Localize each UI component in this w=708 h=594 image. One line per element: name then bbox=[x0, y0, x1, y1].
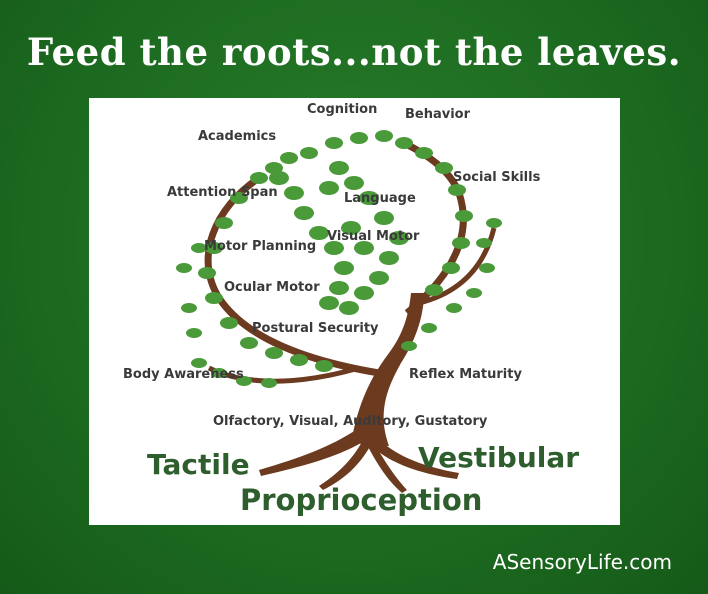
label-motor-planning: Motor Planning bbox=[204, 239, 317, 254]
label-social-skills: Social Skills bbox=[453, 170, 541, 185]
label-postural-security: Postural Security bbox=[252, 321, 379, 336]
root-tactile: Tactile bbox=[147, 448, 250, 481]
label-academics: Academics bbox=[198, 129, 277, 144]
tree-leaves bbox=[176, 130, 502, 388]
root-vestibular: Vestibular bbox=[418, 441, 580, 474]
label-body-awareness: Body Awareness bbox=[123, 367, 244, 382]
site-credit: ASensoryLife.com bbox=[492, 550, 672, 574]
label-behavior: Behavior bbox=[405, 107, 471, 122]
tree-illustration bbox=[176, 130, 502, 493]
label-language: Language bbox=[344, 191, 416, 206]
tree-diagram-panel: Cognition Behavior Academics Social Skil… bbox=[89, 98, 620, 525]
label-visual-motor: Visual Motor bbox=[327, 229, 420, 244]
label-senses: Olfactory, Visual, Auditory, Gustatory bbox=[213, 414, 488, 429]
tree-trunk bbox=[351, 293, 424, 446]
headline: Feed the roots...not the leaves. bbox=[26, 30, 682, 74]
root-proprioception: Proprioception bbox=[240, 483, 483, 517]
tree-branch-left bbox=[204, 175, 380, 377]
label-ocular-motor: Ocular Motor bbox=[224, 280, 320, 295]
tree-roots bbox=[259, 428, 459, 493]
label-reflex-maturity: Reflex Maturity bbox=[409, 367, 522, 382]
label-attention-span: Attention Span bbox=[167, 185, 278, 200]
label-cognition: Cognition bbox=[307, 102, 378, 117]
